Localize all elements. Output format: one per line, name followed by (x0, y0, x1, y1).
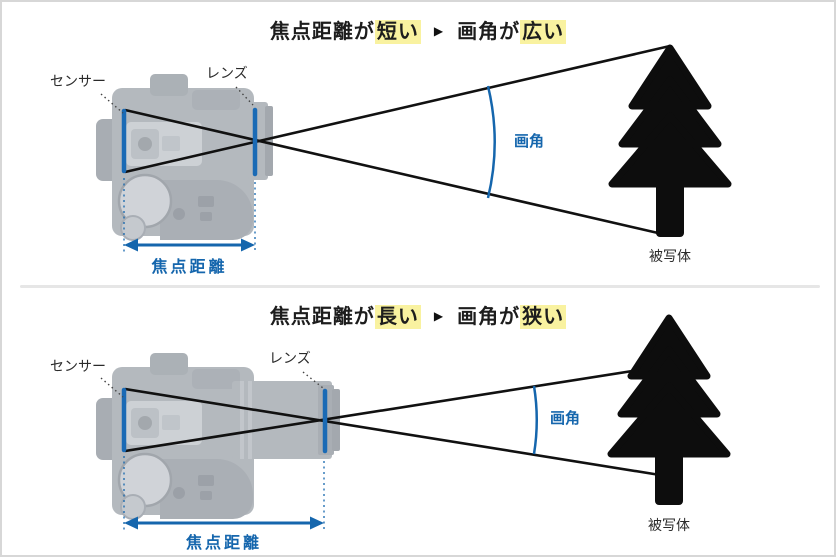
sensor-leader-line (100, 93, 124, 114)
tree-icon (608, 44, 732, 188)
highlighted-word: 広い (520, 20, 567, 44)
arrowhead-right (241, 238, 255, 252)
camera-top-plate (192, 369, 240, 389)
arrowhead-left (124, 516, 138, 530)
light-ray-top-panel-lower (124, 108, 659, 235)
camera-sub-dial (120, 215, 146, 241)
camera-button (200, 491, 212, 500)
camera-short-lens-illustration (96, 74, 273, 241)
camera-lens-ring (240, 381, 244, 459)
camera-telephoto-barrel (232, 381, 332, 459)
panel1-title: 焦点距離が短い ▶ 画角が広い (2, 15, 834, 44)
sensor-label: センサー (50, 358, 106, 374)
camera-button (173, 487, 185, 499)
camera-mount-screw (138, 416, 152, 430)
angle-of-view-arc (532, 385, 538, 455)
sensor-leader-line (100, 377, 124, 398)
camera-lens-rim (332, 389, 340, 451)
highlighted-word: 短い (374, 20, 421, 44)
panel-divider (20, 285, 820, 288)
camera-button (200, 212, 212, 221)
light-ray-bottom-panel-lower (124, 387, 661, 477)
camera-hand-grip (160, 180, 253, 240)
camera-prism-bump (150, 74, 188, 96)
arrowhead-right (310, 516, 324, 530)
camera-prism-bump (150, 353, 188, 375)
angle-of-view-arc (486, 85, 496, 199)
light-ray-bottom-panel-upper (124, 367, 646, 453)
title-text: 焦点距離が (269, 306, 375, 328)
camera-mount-screw (138, 137, 152, 151)
sensor-label: センサー (50, 73, 106, 89)
angle-of-view-label: 画角 (550, 410, 581, 427)
camera-hand-grip (160, 459, 253, 519)
lens-label: レンズ (269, 350, 311, 366)
title-text: 焦点距離が (269, 21, 375, 43)
tree-trunk (656, 180, 684, 237)
title-text: 画角が (457, 21, 521, 43)
angle-of-view-label: 画角 (514, 133, 545, 150)
camera-top-plate (192, 90, 240, 110)
highlighted-word: 狭い (520, 305, 567, 329)
subject-label: 被写体 (649, 248, 691, 264)
camera-button (198, 196, 214, 207)
camera-button (198, 475, 214, 486)
light-ray-top-panel-upper (124, 44, 671, 174)
right-triangle-icon: ▶ (433, 309, 445, 323)
arrowhead-left (124, 238, 138, 252)
camera-button (173, 208, 185, 220)
focal-length-label: 焦点距離 (185, 535, 262, 552)
lens-label: レンズ (206, 65, 248, 81)
camera-plate-detail (162, 136, 180, 151)
camera-lens-rim (265, 106, 273, 176)
subject-label: 被写体 (648, 517, 690, 533)
title-text: 画角が (457, 306, 521, 328)
focal-length-label: 焦点距離 (151, 259, 228, 276)
highlighted-word: 長い (374, 305, 421, 329)
camera-lens-ring (248, 381, 252, 459)
tree-trunk (655, 450, 683, 505)
tree-icon (607, 314, 731, 458)
camera-plate-detail (162, 415, 180, 430)
right-triangle-icon: ▶ (433, 24, 445, 38)
panel2-title: 焦点距離が長い ▶ 画角が狭い (2, 300, 834, 329)
